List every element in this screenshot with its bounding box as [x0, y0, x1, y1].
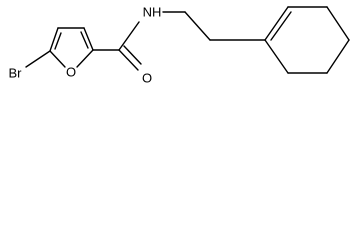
bond-carbonyl-o — [118, 49, 139, 71]
bond-c2-c3-inner — [80, 31, 89, 49]
bond-carbonyl-n — [118, 21, 140, 51]
bond-ring-c6-c1 — [264, 39, 289, 74]
bond-c2-c3 — [83, 27, 94, 51]
bond-c4-c5 — [49, 27, 59, 52]
bond-carbonyl-o-inner — [123, 45, 142, 65]
bond-ring-c1-c2-inner — [270, 11, 292, 41]
bond-c4-c5-inner — [54, 32, 62, 50]
bond-c5-br — [25, 50, 51, 68]
bond-ring-c1-c2 — [264, 6, 289, 41]
furan-ring — [49, 27, 94, 68]
atom-carbonyl-oxygen: O — [142, 71, 152, 86]
bond-ring-c3-c4 — [326, 6, 350, 41]
bond-o1-c2 — [76, 49, 94, 68]
bond-ch2a-ch2b — [184, 11, 211, 41]
bond-c5-o1 — [49, 50, 66, 68]
chemical-structure-diagram: Br O O NH — [9, 5, 350, 86]
atom-bromine: Br — [9, 66, 23, 81]
atom-amide-nitrogen: NH — [143, 5, 162, 20]
atom-furan-oxygen: O — [66, 65, 76, 80]
bond-ring-c4-c5 — [326, 39, 350, 74]
cyclohexene-ring — [264, 6, 350, 74]
